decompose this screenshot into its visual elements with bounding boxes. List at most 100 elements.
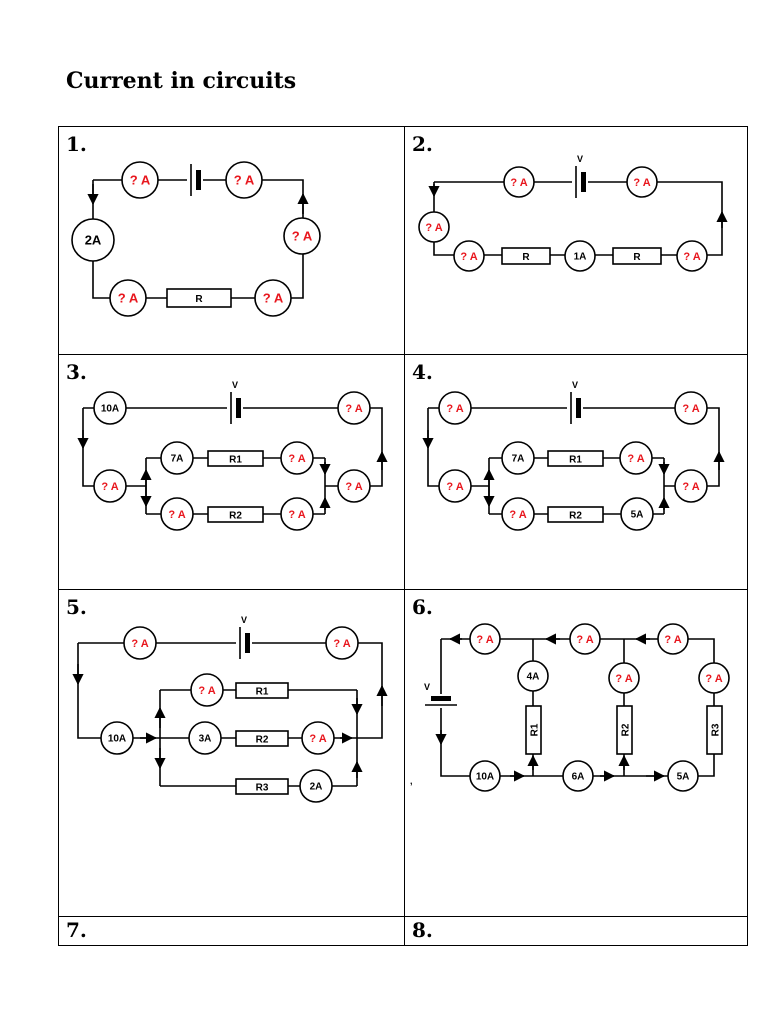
ammeter-circle [608,662,640,694]
ammeter-circle [626,166,658,198]
battery-plate-short [236,398,241,418]
question-number: 3. [66,360,87,384]
unknown-ammeter: ? A [325,626,359,660]
unknown-ammeter: ? A [438,391,472,425]
ammeter: 2A [299,769,333,803]
ammeter-circle [501,441,535,475]
ammeter-reading: 5A [677,772,690,783]
unknown-ammeter: ? A [626,166,658,198]
ammeter-circle [667,760,699,792]
ammeter-circle [325,626,359,660]
question-number: 6. [412,595,433,619]
ammeter: 10A [93,391,127,425]
resistor-body [235,778,289,795]
battery-plate-short [196,170,201,190]
ammeter-reading: ? A [705,673,722,685]
unknown-ammeter: ? A [190,673,224,707]
ammeter-reading: ? A [682,403,699,415]
voltage-label: V [577,154,583,164]
resistor: R [612,247,662,265]
unknown-ammeter: ? A [280,441,314,475]
ammeter-reading: ? A [627,453,644,465]
unknown-ammeter: ? A [283,217,321,255]
unknown-ammeter: ? A [280,497,314,531]
ammeter-circle [93,469,127,503]
ammeter-circle [674,469,708,503]
resistor: R1 [207,450,264,467]
ammeter-reading: ? A [263,291,284,306]
unknown-ammeter: ? A [121,161,159,199]
resistor: R2 [616,705,633,755]
resistor-label: R2 [229,511,242,522]
ammeter-circle [100,721,134,755]
ammeter-reading: 7A [171,454,184,465]
ammeter-reading: ? A [509,509,526,521]
resistor: R3 [235,778,289,795]
ammeter-reading: ? A [476,634,493,646]
unknown-ammeter: ? A [503,166,535,198]
ammeter-reading: ? A [288,509,305,521]
ammeter-reading: ? A [130,173,151,188]
battery: V [236,615,252,661]
unknown-ammeter: ? A [337,391,371,425]
voltage-label: V [424,682,430,692]
resistor-body [547,450,604,467]
ammeter-circle [337,469,371,503]
ammeter-reading: ? A [345,403,362,415]
ammeter-reading: ? A [288,453,305,465]
unknown-ammeter: ? A [698,662,730,694]
ammeter-circle [160,497,194,531]
table-border-left [58,126,59,946]
ammeter-reading: ? A [633,177,650,189]
ammeter-circle [299,769,333,803]
cell-4: 4. [404,354,748,589]
unknown-ammeter: ? A [608,662,640,694]
unknown-ammeter: ? A [301,721,335,755]
resistor: R [501,247,551,265]
ammeter: 5A [667,760,699,792]
ammeter-circle [569,623,601,655]
resistor-label: R [633,252,641,263]
question-number: 5. [66,595,87,619]
ammeter-circle [620,497,654,531]
ammeter: 3A [188,721,222,755]
unknown-ammeter: ? A [93,469,127,503]
ammeter-circle [190,673,224,707]
ammeter-circle [517,660,549,692]
ammeter: 1A [564,240,596,272]
ammeter: 2A [71,218,115,262]
table-divider-vertical [404,126,405,946]
ammeter: 4A [517,660,549,692]
ammeter-reading: 1A [574,252,587,263]
unknown-ammeter: ? A [676,240,708,272]
ammeter-reading: ? A [333,638,350,650]
ammeter-circle [121,161,159,199]
ammeter-reading: ? A [510,177,527,189]
battery [187,162,203,198]
cell-3: 3. [58,354,404,589]
resistor-label: R3 [711,723,722,736]
circuit6-outer [440,638,715,777]
ammeter-reading: ? A [168,509,185,521]
resistor-body [547,506,604,523]
resistor-label: R [195,294,203,305]
ammeter-reading: 4A [527,672,540,683]
battery: V [572,154,588,200]
table-border-right [747,126,748,946]
ammeter-reading: 7A [512,454,525,465]
ammeter-reading: ? A [345,481,362,493]
table-divider-row3 [58,916,748,917]
ammeter-reading: ? A [101,481,118,493]
ammeter-circle [109,279,147,317]
cell-2: 2. [404,126,748,354]
unknown-ammeter: ? A [109,279,147,317]
ammeter-circle [225,161,263,199]
unknown-ammeter: ? A [674,469,708,503]
ammeter-circle [283,217,321,255]
ammeter-reading: 5A [631,510,644,521]
ammeter-circle [469,760,501,792]
ammeter-reading: ? A [198,685,215,697]
unknown-ammeter: ? A [501,497,535,531]
ammeter: 10A [100,721,134,755]
battery-plate-short [431,696,451,701]
